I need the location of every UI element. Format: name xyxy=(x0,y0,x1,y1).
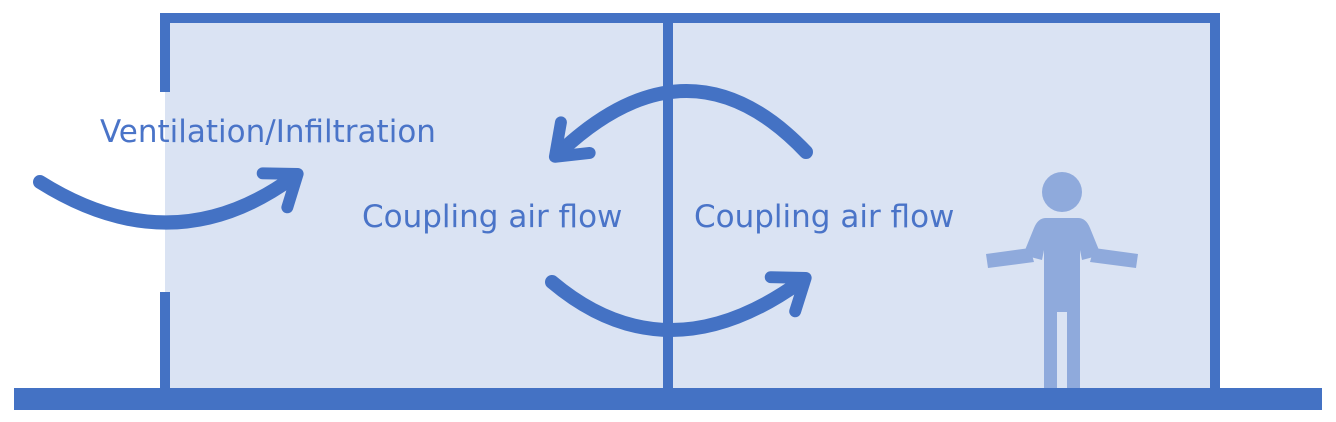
coupling-label-left: Coupling air flow xyxy=(362,199,622,235)
ventilation-arrow xyxy=(33,167,304,230)
person-icon xyxy=(986,172,1138,388)
ground-slab xyxy=(14,388,1322,410)
ventilation-label: Ventilation/Infiltration xyxy=(100,114,436,150)
right-room xyxy=(665,18,1215,388)
coupling-arrow-lower xyxy=(545,271,812,337)
coupling-label-right: Coupling air flow xyxy=(694,199,954,235)
coupling-arrow-upper xyxy=(548,84,813,163)
